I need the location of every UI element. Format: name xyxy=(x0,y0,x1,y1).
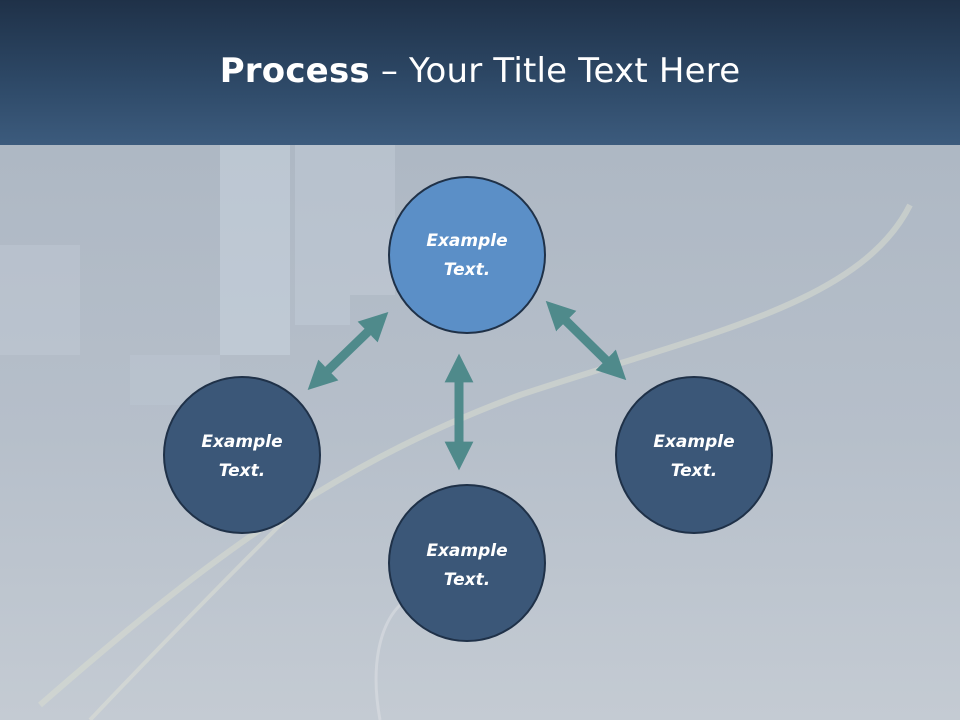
node-top-line2: Text. xyxy=(444,260,490,280)
slide-title-bold: Process xyxy=(219,50,370,91)
title-bar: Process – Your Title Text Here xyxy=(0,0,960,145)
node-right: Example Text. xyxy=(615,376,773,534)
node-top-line1: Example xyxy=(426,231,507,251)
node-top: Example Text. xyxy=(388,176,546,334)
node-left-line2: Text. xyxy=(219,461,265,481)
node-right-line2: Text. xyxy=(671,461,717,481)
node-right-line1: Example xyxy=(653,432,734,452)
slide-title: Process – Your Title Text Here xyxy=(220,51,741,91)
arrow-top-left xyxy=(307,311,389,391)
slide-title-rest: – Your Title Text Here xyxy=(369,50,741,91)
node-bottom-line1: Example xyxy=(426,541,507,561)
arrow-top-right xyxy=(545,300,627,381)
node-left-line1: Example xyxy=(201,432,282,452)
node-bottom-line2: Text. xyxy=(444,570,490,590)
node-bottom: Example Text. xyxy=(388,484,546,642)
node-left: Example Text. xyxy=(163,376,321,534)
